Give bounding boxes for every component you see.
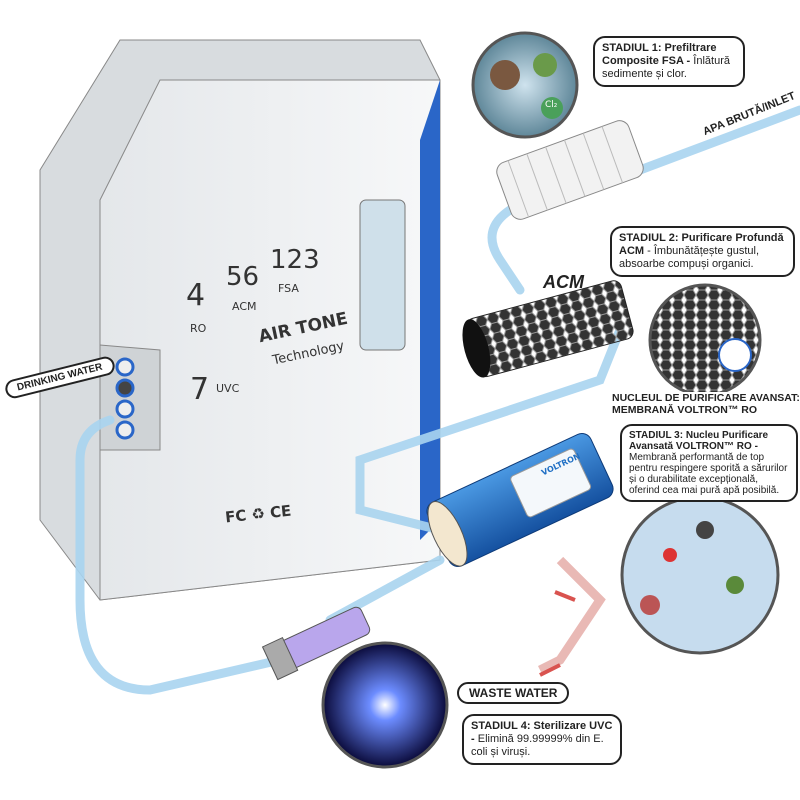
stage1-desc: Înlătură sedimente și clor. <box>602 55 730 80</box>
water-glass-icon <box>718 338 752 372</box>
ro-membrane <box>426 433 614 567</box>
chlorine-label: Cl₂ <box>545 100 558 110</box>
stage4-title: STADIUL 4: Sterilizare UVC - <box>471 720 613 745</box>
acm-label: ACM <box>543 272 584 292</box>
device-stage-acm-num: 56 <box>226 262 260 292</box>
sediment-magnifier <box>471 31 579 139</box>
prefilter-fsa <box>496 120 644 220</box>
device-stage-acm-label: ACM <box>232 300 257 313</box>
stage2-callout: STADIUL 2: Purificare Profundă ACM - Îmb… <box>610 226 795 277</box>
device-stage-fsa-num: 123 <box>270 245 320 275</box>
device-stage-ro-label: RO <box>190 322 207 335</box>
stage1-title: STADIUL 1: Prefiltrare Composite FSA - <box>602 42 717 67</box>
carbon-magnifier <box>648 283 762 397</box>
stage2-title: STADIUL 2: Purificare Profundă ACM <box>619 232 784 257</box>
stage3-title: STADIUL 3: Nucleu Purificare Avansată VO… <box>629 430 769 452</box>
stage3-desc: Membrană performantă de top pentru respi… <box>629 452 788 496</box>
waste-water-label: WASTE WATER <box>457 682 570 704</box>
waste-tube <box>537 556 606 675</box>
device-stage-fsa-label: FSA <box>278 282 299 295</box>
uv-lamp <box>261 606 371 681</box>
stage4-desc: Elimină 99.99999% din E. coli și viruși. <box>471 733 604 758</box>
water-tubes <box>75 105 800 695</box>
stage2-desc: - Îmbunătățește gustul, absoarbe compuși… <box>619 245 760 270</box>
stage3-callout: STADIUL 3: Nucleu Purificare Avansată VO… <box>620 424 798 502</box>
core-heading: NUCLEUL DE PURIFICARE AVANSAT: MEMBRANĂ … <box>612 392 800 416</box>
device-stage-uvc-label: UVC <box>216 382 240 395</box>
stage1-callout: STADIUL 1: Prefiltrare Composite FSA - Î… <box>593 36 745 87</box>
device-fittings <box>115 357 135 440</box>
uv-magnifier <box>321 641 449 769</box>
stage4-callout: STADIUL 4: Sterilizare UVC - Elimină 99.… <box>462 714 622 765</box>
membrane-magnifier <box>620 495 780 655</box>
device-stage-uvc-num: 7 <box>190 372 210 407</box>
acm-filter <box>462 280 634 378</box>
device-housing <box>39 39 441 601</box>
device-stage-ro-num: 4 <box>186 278 206 313</box>
